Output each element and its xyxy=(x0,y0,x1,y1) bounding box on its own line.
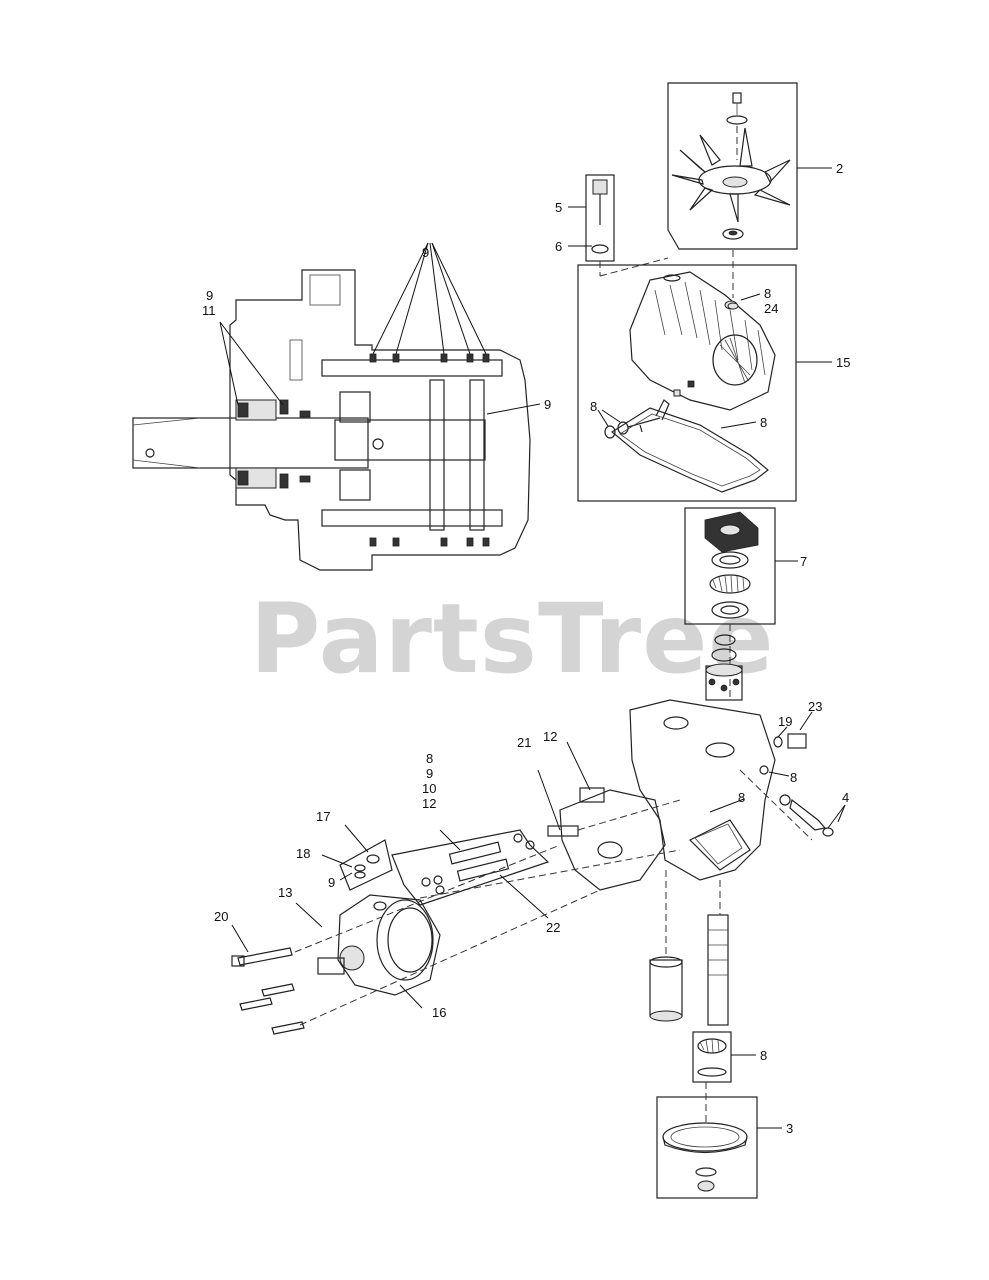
callout-8-gasket: 8 xyxy=(760,415,767,430)
callout-9-right: 9 xyxy=(544,397,551,412)
callout-21: 21 xyxy=(517,735,531,750)
callout-15: 15 xyxy=(836,355,850,370)
lower-bearing-kit xyxy=(692,1031,756,1083)
hydraulic-motor-assembly xyxy=(231,824,601,1035)
callout-9-top: 9 xyxy=(422,245,429,260)
callout-3: 3 xyxy=(786,1121,793,1136)
pulley-box xyxy=(656,1096,758,1199)
lower-bearing-box xyxy=(692,1031,732,1083)
callout-9-kit: 9 xyxy=(426,766,433,781)
callout-11: 11 xyxy=(202,303,216,318)
bearing-kit xyxy=(684,507,798,625)
callout-6: 6 xyxy=(555,239,562,254)
callout-4: 4 xyxy=(842,790,849,805)
callout-8-filter: 8 xyxy=(738,790,745,805)
callout-8-bearing: 8 xyxy=(760,1048,767,1063)
callout-9-left: 9 xyxy=(206,288,213,303)
callout-10-kit: 10 xyxy=(422,781,436,796)
fan-assembly xyxy=(667,82,832,250)
callout-7: 7 xyxy=(800,554,807,569)
callout-2: 2 xyxy=(836,161,843,176)
port-plate-assembly xyxy=(419,741,681,899)
piston-kit-box xyxy=(391,829,550,906)
callout-17: 17 xyxy=(316,809,330,824)
callout-12-kit: 12 xyxy=(422,796,436,811)
callout-8-plug: 8 xyxy=(790,770,797,785)
center-section-assembly xyxy=(629,624,846,1026)
callout-24: 24 xyxy=(764,301,778,316)
callout-18: 18 xyxy=(296,846,310,861)
pulley-assembly xyxy=(656,1082,782,1199)
piston-kit xyxy=(391,829,550,919)
callout-12-top: 12 xyxy=(543,729,557,744)
callout-22: 22 xyxy=(546,920,560,935)
motor-plate-box xyxy=(339,839,393,891)
housing-cover-kit xyxy=(577,250,832,502)
watermark-text: PartsTree xyxy=(250,583,774,695)
callout-8-seal: 8 xyxy=(590,399,597,414)
callout-8-cover: 8 xyxy=(764,286,771,301)
fan-kit-box xyxy=(667,82,798,250)
filler-cap-kit xyxy=(568,174,669,277)
callout-9-motor: 9 xyxy=(328,875,335,890)
transaxle-section-view xyxy=(132,242,541,571)
callout-8-kit: 8 xyxy=(426,751,433,766)
callout-20: 20 xyxy=(214,909,228,924)
callout-13: 13 xyxy=(278,885,292,900)
callout-16: 16 xyxy=(432,1005,446,1020)
housing-cover-box xyxy=(577,264,797,502)
callout-23: 23 xyxy=(808,699,822,714)
callout-5: 5 xyxy=(555,200,562,215)
callout-19: 19 xyxy=(778,714,792,729)
